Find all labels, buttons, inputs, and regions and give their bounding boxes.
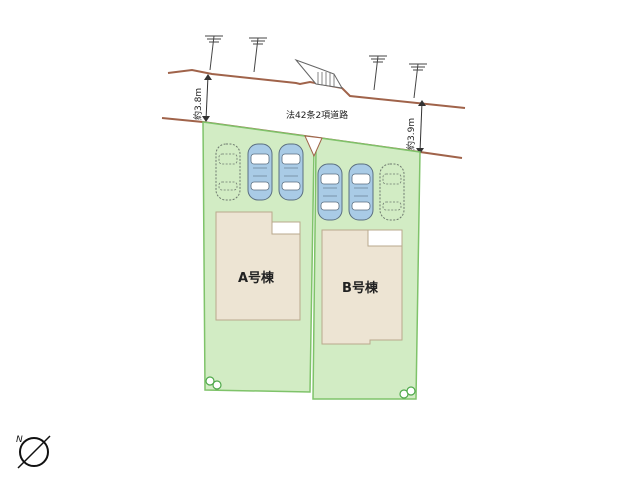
north-arrow-icon: N xyxy=(16,435,51,469)
building-a-porch xyxy=(271,221,301,235)
stairs-icon xyxy=(294,58,343,89)
svg-text:N: N xyxy=(16,435,23,445)
tree-icon xyxy=(399,386,416,399)
car-icon xyxy=(247,143,273,201)
utility-pole-icon xyxy=(368,55,388,91)
road-width-right-dimension: 約3.9m xyxy=(405,100,426,154)
building-b-label: B号棟 xyxy=(342,280,379,296)
car-icon xyxy=(348,163,374,221)
car-icon xyxy=(317,163,343,221)
road-upper-edge xyxy=(167,68,466,109)
road-width-right-label: 約3.9m xyxy=(405,118,417,150)
shared-driveway xyxy=(304,135,323,158)
utility-pole-icon xyxy=(408,63,428,99)
tree-icon xyxy=(205,376,222,390)
building-a-label: A号棟 xyxy=(238,270,275,286)
utility-pole-icon xyxy=(204,35,224,71)
utility-pole-icon xyxy=(248,37,268,73)
road-width-left-label: 約3.8m xyxy=(192,88,204,120)
building-b-porch xyxy=(367,229,403,247)
car-icon xyxy=(278,143,304,201)
road-label: 法42条2項道路 xyxy=(286,109,348,121)
road-width-left-dimension: 約3.8m xyxy=(192,74,212,122)
